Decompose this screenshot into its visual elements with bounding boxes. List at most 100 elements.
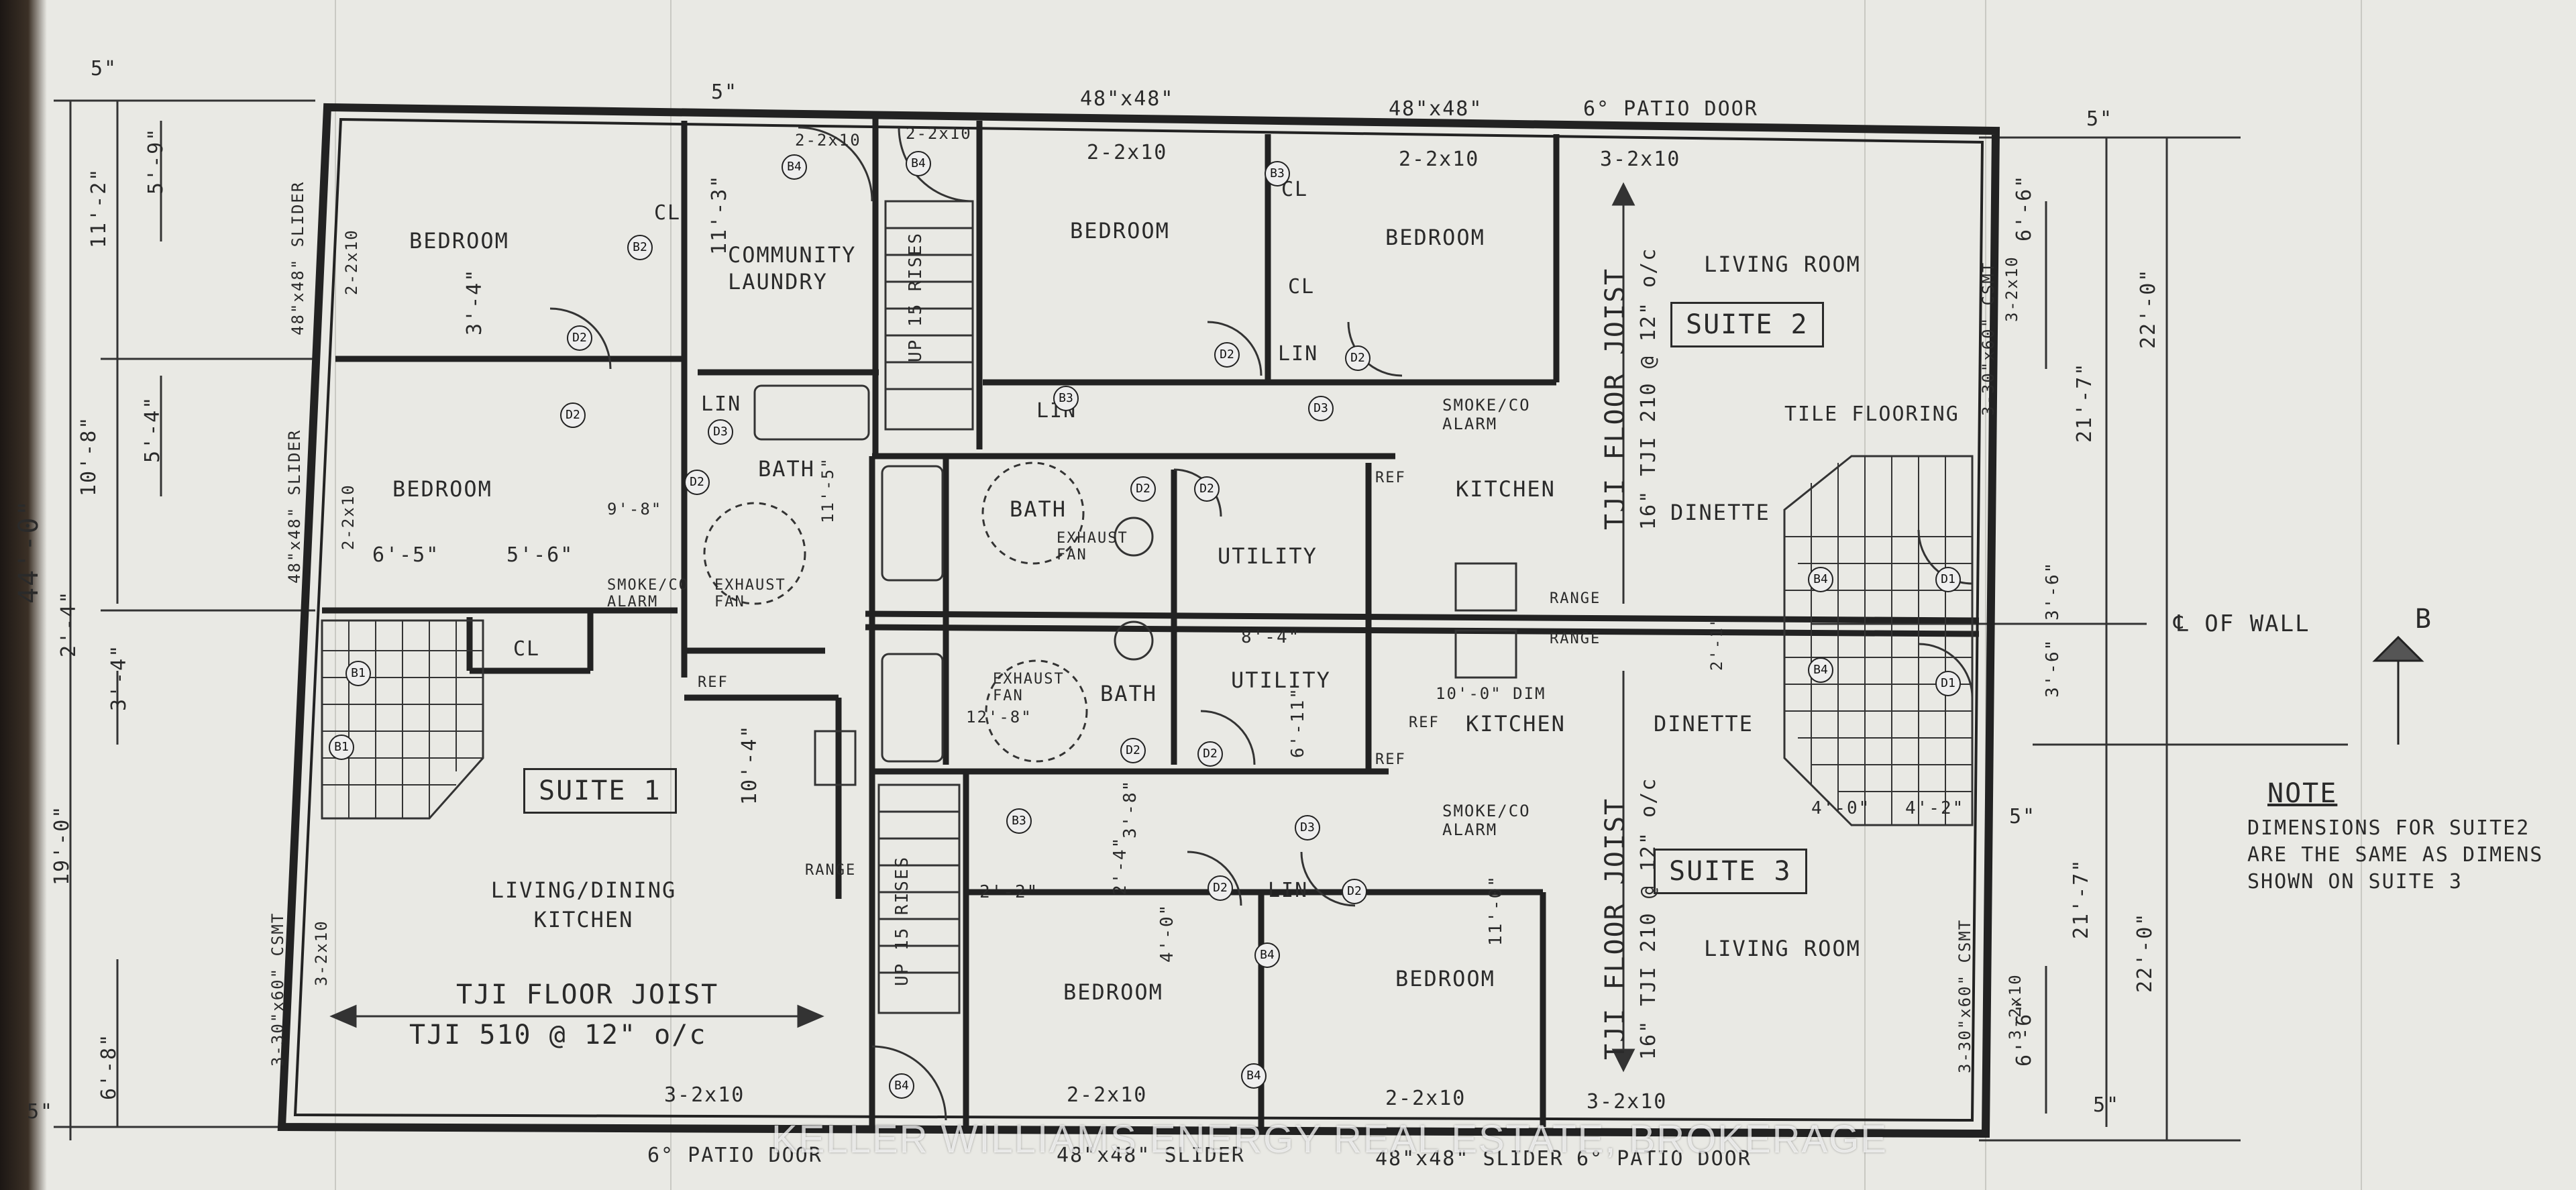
door-tag: D1 bbox=[1935, 671, 1961, 696]
smoke-alarm-label: SMOKE/CO ALARM bbox=[1442, 802, 1531, 839]
dimension: 6'-5" bbox=[372, 543, 440, 567]
dimension: 2'-2" bbox=[979, 882, 1039, 902]
door-tag: D3 bbox=[1308, 396, 1334, 421]
door-tag: D2 bbox=[560, 402, 586, 428]
dimension: 8'-4" bbox=[1241, 627, 1301, 647]
dimension: 6'-8" bbox=[97, 1032, 121, 1100]
door-tag: B4 bbox=[889, 1073, 914, 1099]
section-label-b: B bbox=[2415, 604, 2433, 635]
tile-flooring-suite1 bbox=[321, 619, 484, 820]
plumbing-fixtures bbox=[703, 384, 1517, 786]
joist-spec: TJI 510 @ 12" o/c bbox=[409, 1020, 707, 1050]
dimension: 9'-8" bbox=[607, 500, 663, 519]
note-body: DIMENSIONS FOR SUITE2 ARE THE SAME AS DI… bbox=[2247, 816, 2544, 894]
linen-label: LIN bbox=[701, 392, 742, 416]
dimension: 3'-6" bbox=[2043, 638, 2063, 698]
door-tag: B2 bbox=[627, 235, 653, 260]
centerline-of-wall-label: ℄ OF WALL bbox=[2174, 610, 2310, 637]
door-tag: D2 bbox=[1194, 476, 1220, 502]
patio-door-spec: 6° PATIO DOOR bbox=[1583, 97, 1758, 121]
fridge-label: REF bbox=[1409, 714, 1440, 731]
door-tag: D2 bbox=[684, 470, 710, 495]
slider-spec: 48"x48" SLIDER bbox=[285, 429, 304, 584]
door-tag: D2 bbox=[1342, 879, 1367, 904]
overall-dimension: 44'-0" bbox=[13, 498, 44, 604]
dimension: 3'-4" bbox=[107, 643, 131, 711]
header-spec: 2-2x10 bbox=[795, 131, 861, 150]
dimension: 5'-6" bbox=[506, 543, 574, 567]
dimension: 5" bbox=[2086, 107, 2114, 131]
door-swings bbox=[549, 126, 1974, 1121]
dimension: 5" bbox=[711, 80, 739, 104]
slider-spec: 48"x48" SLIDER bbox=[288, 180, 307, 335]
section-marker bbox=[2372, 635, 2424, 745]
patio-door-spec: 6° PATIO DOOR bbox=[1576, 1147, 1752, 1171]
exhaust-fan-label: EXHAUST FAN bbox=[993, 671, 1065, 704]
dimension: 22'-0" bbox=[2137, 268, 2160, 349]
right-dimension-lines bbox=[1811, 136, 2348, 1142]
note-title: NOTE bbox=[2267, 778, 2338, 809]
header-spec: 2-2x10 bbox=[1385, 1087, 1466, 1110]
fridge-label: REF bbox=[1375, 751, 1406, 768]
joist-label: TJI FLOOR JOIST bbox=[456, 979, 719, 1010]
door-tag: B1 bbox=[329, 735, 354, 760]
door-tag: B4 bbox=[1808, 567, 1833, 592]
brokerage-watermark: KELLER WILLIAMS ENERGY REAL ESTATE, BROK… bbox=[771, 1118, 1888, 1161]
dimension: 4'-0" bbox=[1157, 903, 1177, 963]
range-label: RANGE bbox=[1550, 631, 1601, 647]
dimension: 5" bbox=[91, 57, 118, 80]
room-label-utility: UTILITY bbox=[1218, 543, 1318, 569]
room-label-kitchen: KITCHEN bbox=[1456, 476, 1556, 502]
tile-flooring-label: TILE FLOORING bbox=[1784, 402, 1960, 426]
joist-label-suite2: TJI FLOOR JOIST bbox=[1600, 267, 1631, 530]
smoke-alarm-label: SMOKE/CO ALARM bbox=[1442, 396, 1531, 433]
header-spec: 2-2x10 bbox=[342, 229, 361, 295]
header-spec: 3-2x10 bbox=[1587, 1090, 1668, 1114]
dimension: 22'-0" bbox=[2133, 912, 2157, 993]
dimension: 3'-6" bbox=[2043, 561, 2063, 620]
fridge-label: REF bbox=[698, 674, 729, 691]
door-tag: B3 bbox=[1265, 161, 1290, 186]
room-label-utility: UTILITY bbox=[1231, 667, 1331, 693]
dimension: 21'-7" bbox=[2073, 362, 2096, 443]
room-label-living-dining-kitchen: LIVING/DINING KITCHEN bbox=[490, 877, 677, 932]
dimension: 5" bbox=[2009, 805, 2037, 828]
dimension: 3'-8" bbox=[1120, 779, 1140, 839]
room-label-bedroom: BEDROOM bbox=[1070, 218, 1170, 244]
room-label-kitchen: KITCHEN bbox=[1466, 711, 1566, 737]
door-tag: B4 bbox=[1254, 942, 1280, 968]
exhaust-fan-label: EXHAUST FAN bbox=[714, 577, 786, 610]
exterior-walls bbox=[277, 103, 2000, 1138]
dimension: 6'-11" bbox=[1288, 687, 1308, 758]
header-spec: 3-2x10 bbox=[1600, 148, 1681, 171]
casement-spec: 3-30"x60" CSMT bbox=[1979, 261, 1998, 416]
dimension: 12'-8" bbox=[966, 708, 1032, 726]
dimension-10-0-dim: 10'-0" DIM bbox=[1436, 684, 1546, 703]
room-label-bath: BATH bbox=[1100, 681, 1158, 706]
casement-spec: 3-30"x60" CSMT bbox=[1955, 918, 1974, 1073]
tile-flooring-suite2-3 bbox=[1783, 455, 1974, 826]
dimension: 11'-0" bbox=[1486, 875, 1506, 946]
dimension: 10'-8" bbox=[77, 415, 101, 496]
dimension: 5" bbox=[2093, 1093, 2121, 1117]
room-label-living-room: LIVING ROOM bbox=[1704, 936, 1861, 961]
header-spec: 2-2x10 bbox=[1067, 1083, 1148, 1107]
fridge-label: REF bbox=[1375, 470, 1406, 486]
dimension: 4'-2" bbox=[1905, 798, 1965, 818]
range-label: RANGE bbox=[805, 862, 857, 879]
casement-spec: 3-30"x60" CSMT bbox=[268, 912, 287, 1067]
dimension: 4'-0" bbox=[1811, 798, 1871, 818]
door-tag: D2 bbox=[1197, 741, 1223, 767]
patio-door-spec: 6° PATIO DOOR bbox=[647, 1144, 822, 1167]
door-tag: D3 bbox=[1295, 815, 1320, 841]
room-label-bedroom: BEDROOM bbox=[409, 228, 509, 254]
header-spec: 3-2x10 bbox=[664, 1083, 745, 1107]
dimension: 6'-6" bbox=[2012, 999, 2036, 1067]
suite-tag-2: SUITE 2 bbox=[1670, 302, 1824, 347]
door-tag: B1 bbox=[345, 661, 371, 686]
dimension: 6'-6" bbox=[2012, 174, 2036, 241]
door-tag: D2 bbox=[1345, 345, 1371, 371]
left-dimension-lines bbox=[54, 99, 315, 1140]
door-tag: D2 bbox=[1208, 875, 1233, 901]
